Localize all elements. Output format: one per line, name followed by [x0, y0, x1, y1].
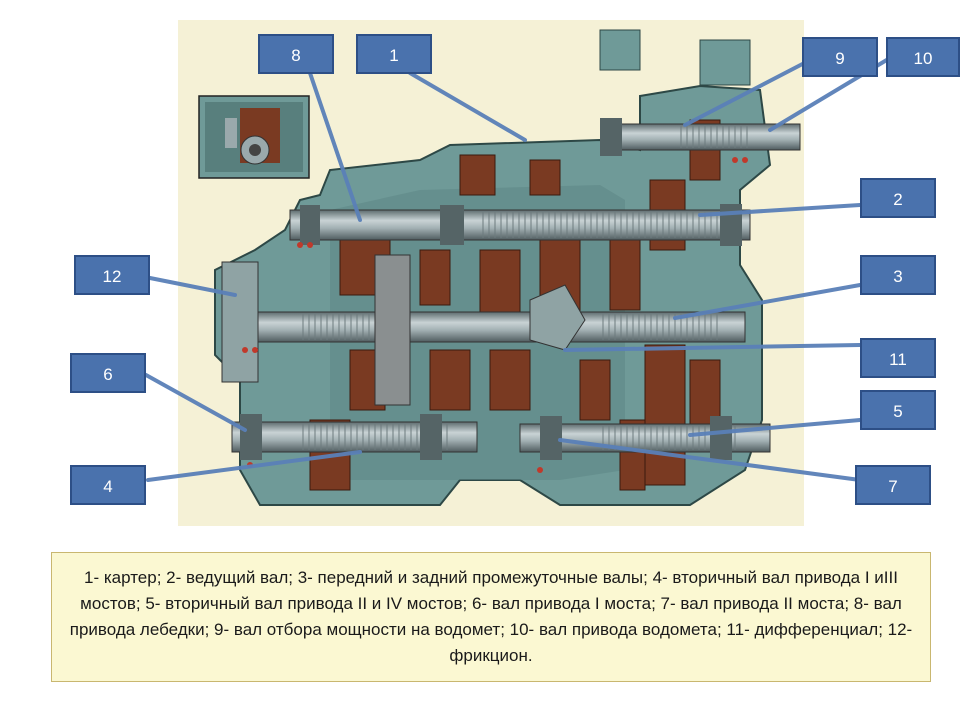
callout-12: 12 [74, 255, 150, 295]
callout-8-label: 8 [291, 46, 301, 65]
callout-3-label: 3 [893, 267, 903, 286]
callout-10: 10 [886, 37, 960, 77]
callout-4-label: 4 [103, 477, 113, 496]
callout-4: 4 [70, 465, 146, 505]
callout-2: 2 [860, 178, 936, 218]
leader-lines [144, 56, 892, 482]
callout-1-label: 1 [389, 46, 399, 65]
legend-caption: 1- картер; 2- ведущий вал; 3- передний и… [51, 552, 931, 682]
shaft-drive [289, 204, 751, 246]
callout-6-label: 6 [103, 365, 113, 384]
callout-9-label: 9 [835, 49, 845, 68]
callout-12-label: 12 [102, 267, 122, 286]
callout-11-label: 11 [889, 350, 907, 369]
inset-detail [198, 95, 310, 179]
callout-1: 1 [356, 34, 432, 74]
callout-5: 5 [860, 390, 936, 430]
shaft-pto [600, 118, 801, 156]
callout-7: 7 [855, 465, 931, 505]
callout-11: 11 [860, 338, 936, 378]
callout-2-label: 2 [893, 190, 903, 209]
callout-9: 9 [802, 37, 878, 77]
shaft-output-rear [519, 416, 771, 460]
callout-3: 3 [860, 255, 936, 295]
callout-5-label: 5 [893, 402, 903, 421]
shaft-output-front [231, 414, 478, 460]
callout-6: 6 [70, 353, 146, 393]
legend-caption-text: 1- картер; 2- ведущий вал; 3- передний и… [69, 568, 913, 665]
callout-8: 8 [258, 34, 334, 74]
shaft-intermediate [221, 254, 746, 406]
callout-10-label: 10 [913, 49, 933, 68]
callout-7-label: 7 [888, 477, 898, 496]
